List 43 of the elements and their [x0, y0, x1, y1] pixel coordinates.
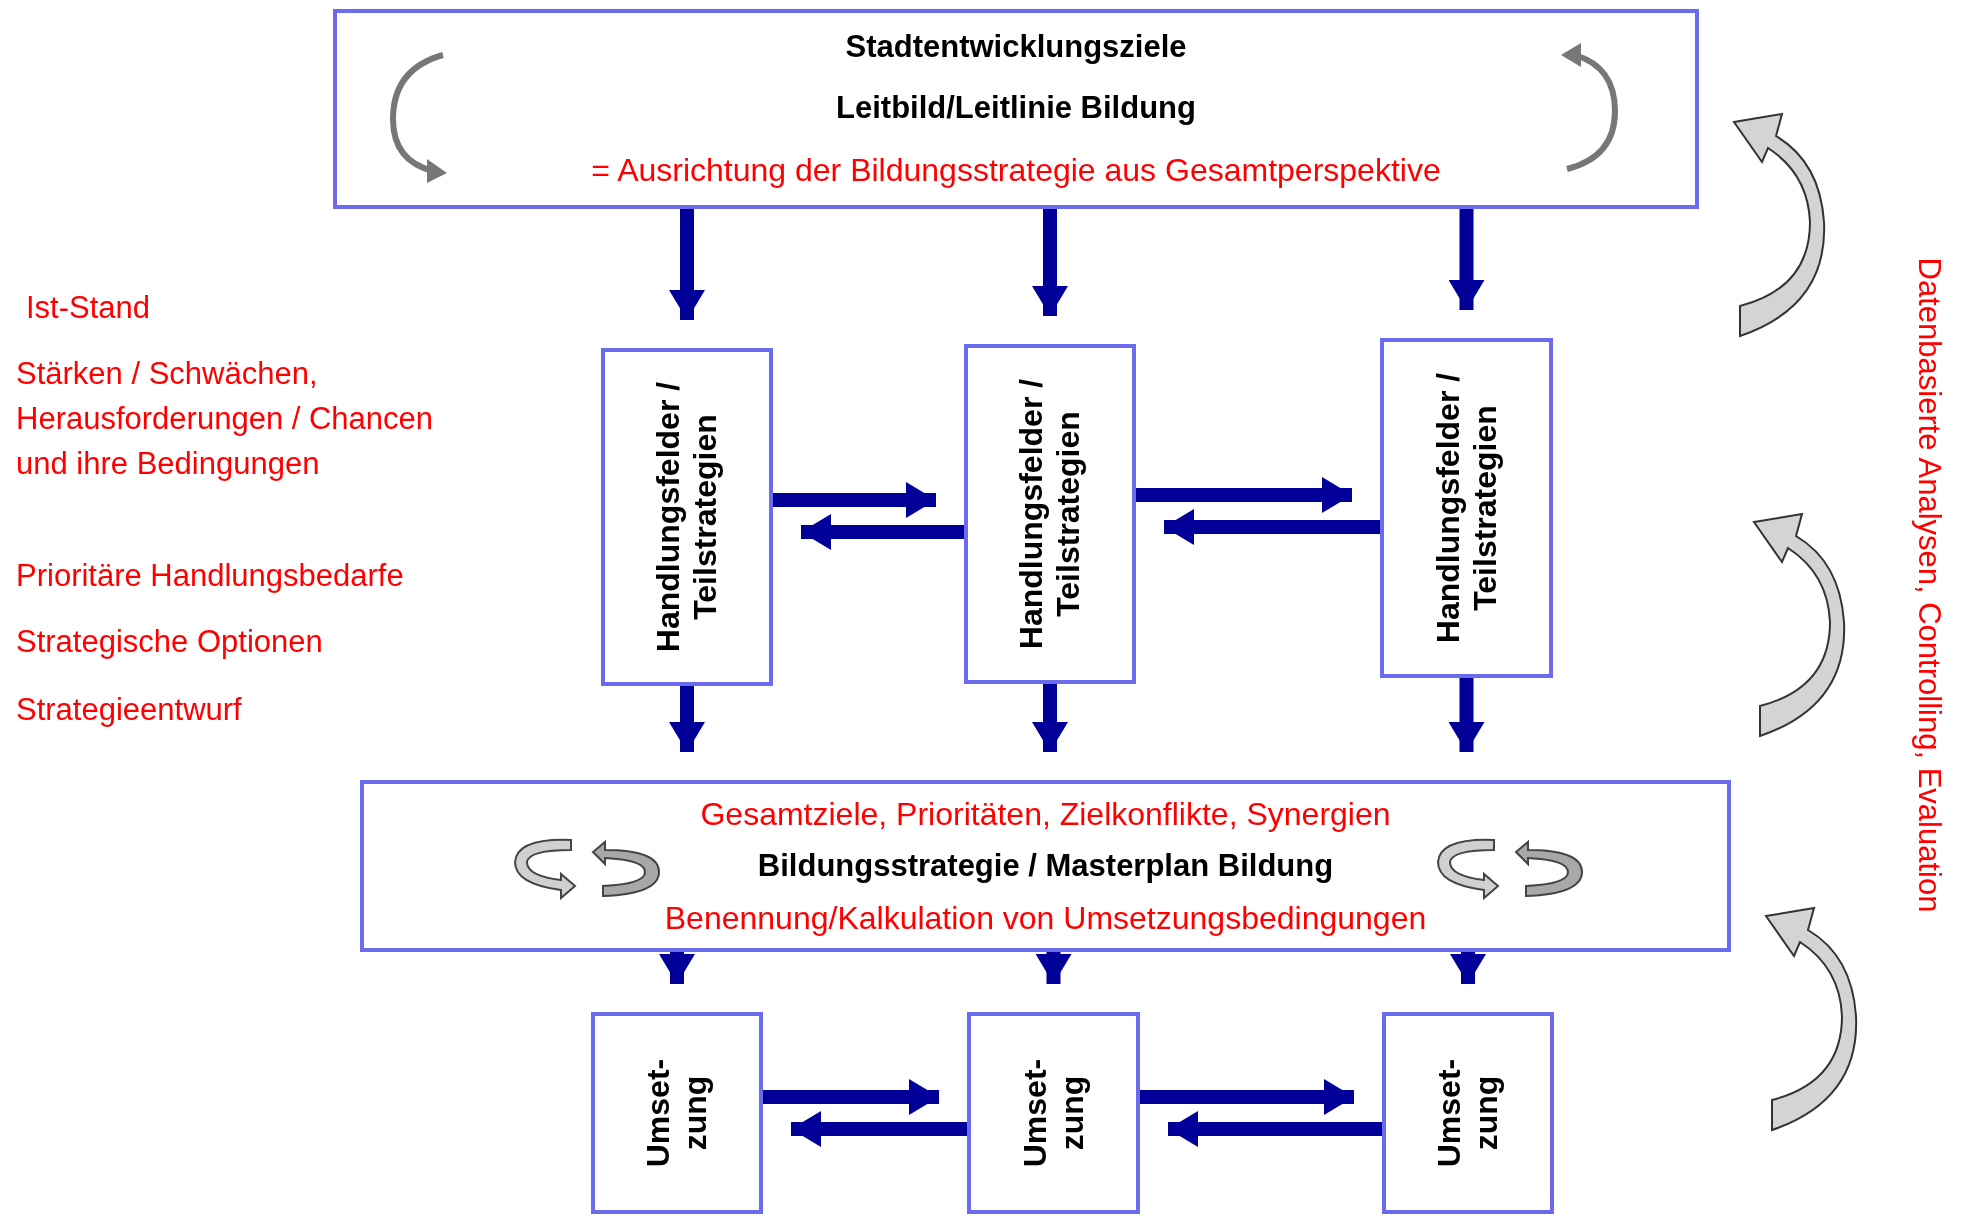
box-subtitle: Gesamtziele, Prioritäten, Zielkonflikte, Synergien	[700, 795, 1391, 835]
box-title: Bildungsstrategie / Masterplan Bildung	[757, 846, 1334, 885]
process-box	[964, 344, 1136, 684]
process-box	[601, 348, 773, 686]
step-label: Prioritäre Handlungsbedarfe	[16, 557, 405, 595]
process-box	[360, 780, 1731, 952]
step-label: Ist-Stand	[26, 289, 152, 327]
process-box	[967, 1012, 1140, 1214]
arrow	[1140, 1079, 1354, 1115]
step-label: Strategieentwurf	[16, 691, 243, 729]
process-box	[1382, 1012, 1554, 1214]
process-box	[591, 1012, 763, 1214]
arrow	[1168, 1111, 1382, 1147]
box-subtitle: Benennung/Kalkulation von Umsetzungsbedingungen	[664, 898, 1427, 938]
arrow	[801, 514, 964, 550]
arrow	[773, 482, 936, 518]
process-box	[1380, 338, 1553, 678]
arrow	[669, 209, 705, 320]
arrow	[791, 1111, 967, 1147]
arrow	[763, 1079, 939, 1115]
box-label: Umset- zung	[1016, 1057, 1091, 1170]
box-label: Umset- zung	[1431, 1057, 1505, 1170]
box-label: Handlungsfelder / Teilstrategien	[1429, 371, 1504, 646]
arrow	[1032, 209, 1068, 316]
step-label: Stärken / Schwächen, Herausforderungen / Chancen und ihre Bedingungen	[16, 355, 435, 483]
box-label: Umset- zung	[640, 1057, 714, 1170]
box-label: Handlungsfelder / Teilstrategien	[1013, 377, 1087, 652]
arrow	[1164, 509, 1380, 545]
side-note: Datenbasierte Analysen, Controlling, Evaluation	[1911, 256, 1949, 915]
arrow	[659, 952, 695, 984]
arrow	[1448, 678, 1485, 752]
arrow	[1136, 477, 1352, 513]
arrow	[1448, 209, 1485, 310]
box-title: Stadtentwicklungsziele	[845, 28, 1187, 67]
box-subtitle: = Ausrichtung der Bildungsstrategie aus Gesamtperspektive	[591, 150, 1441, 190]
step-label: Strategische Optionen	[16, 623, 324, 661]
process-box	[333, 9, 1699, 209]
arrow	[669, 686, 705, 752]
arrow	[1450, 952, 1486, 984]
arrow	[1032, 684, 1068, 752]
arrow	[1035, 952, 1072, 984]
box-title: Leitbild/Leitlinie Bildung	[836, 89, 1196, 127]
box-label: Handlungsfelder / Teilstrategien	[650, 380, 724, 655]
